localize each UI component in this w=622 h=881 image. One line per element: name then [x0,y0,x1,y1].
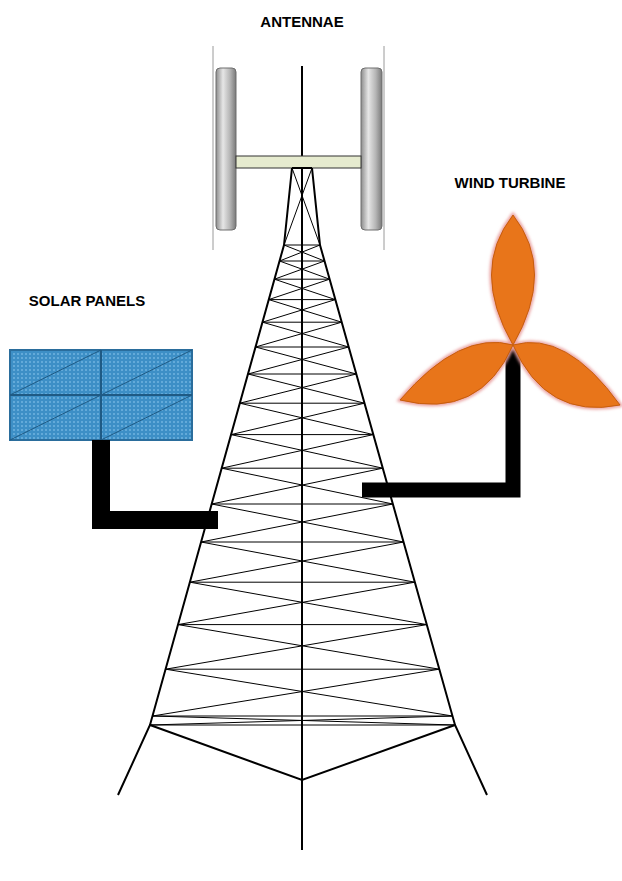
antenna-panel [361,68,382,230]
antenna-guide [213,46,214,250]
antenna-crossbar [236,156,361,168]
tower-lattice [150,168,455,725]
antenna-guide [384,46,385,250]
antenna-panel [216,68,236,230]
antenna-label: ANTENNAE [260,14,343,31]
wind-turbine [400,215,620,408]
solar-label: SOLAR PANELS [29,293,145,310]
power-cable [101,440,218,520]
solar-panel [10,350,192,440]
tower-mast [301,66,303,850]
tower-frame [118,168,487,795]
turbine-label: WIND TURBINE [455,175,566,192]
